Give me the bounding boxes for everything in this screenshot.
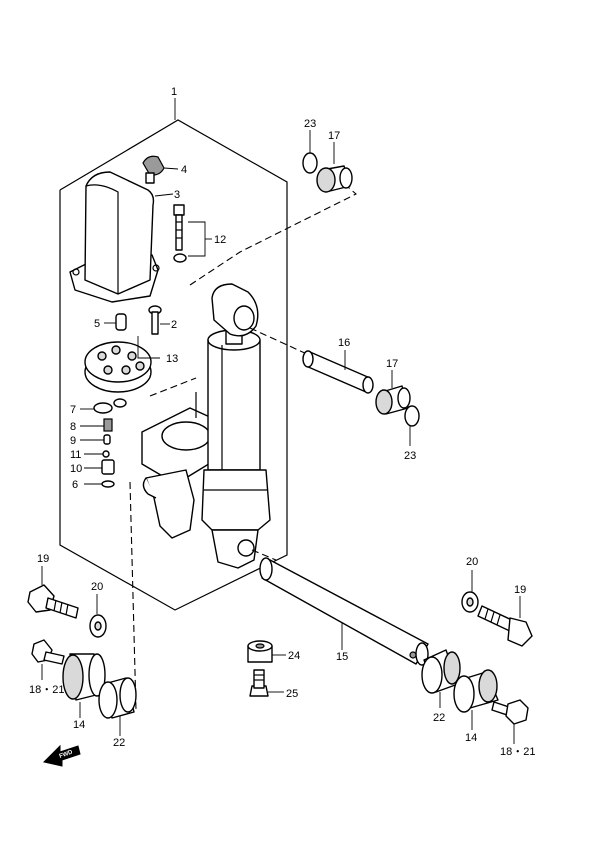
callout-labels: 1 4 3 12 5 2 13 7 8 9 11 10 6 23 17 16 1… bbox=[29, 86, 535, 758]
callout-13: 13 bbox=[166, 353, 178, 365]
cylinder-base-housing bbox=[141, 392, 213, 539]
part-16-pin bbox=[302, 350, 374, 394]
callout-9: 9 bbox=[70, 435, 76, 447]
part-22-collar-left bbox=[98, 677, 137, 736]
callout-22b: 22 bbox=[433, 712, 445, 724]
part-18-bolt-left bbox=[31, 639, 65, 680]
part-8-spring bbox=[80, 418, 113, 432]
part-23-circlip-right bbox=[404, 405, 420, 446]
callout-24: 24 bbox=[288, 650, 300, 662]
callout-11: 11 bbox=[70, 449, 81, 461]
callout-23b: 23 bbox=[404, 450, 416, 462]
callout-18-21a: 18・21 bbox=[29, 684, 64, 696]
callout-17a: 17 bbox=[328, 130, 340, 142]
callout-12: 12 bbox=[214, 234, 226, 246]
callout-22a: 22 bbox=[113, 737, 125, 749]
callout-15: 15 bbox=[336, 651, 348, 663]
part-18-bolt-right bbox=[491, 699, 529, 744]
part-2-screw bbox=[148, 305, 170, 335]
callout-23a: 23 bbox=[304, 118, 316, 130]
callout-20a: 20 bbox=[91, 581, 103, 593]
part-9-pin bbox=[80, 434, 111, 445]
part-4-fitting bbox=[142, 155, 179, 184]
part-19-bolt-right bbox=[477, 596, 533, 647]
part-25-bolt bbox=[249, 669, 284, 697]
callout-8: 8 bbox=[70, 421, 76, 433]
callout-16: 16 bbox=[338, 337, 350, 349]
callout-4: 4 bbox=[181, 164, 187, 176]
piston-rod-eye bbox=[211, 283, 259, 345]
callout-1: 1 bbox=[171, 86, 177, 98]
forward-arrow-icon: FWD bbox=[43, 744, 81, 767]
cylinder-body bbox=[201, 329, 271, 569]
callout-19a: 19 bbox=[37, 553, 49, 565]
part-13-valve-body bbox=[84, 336, 160, 393]
callout-6: 6 bbox=[72, 479, 78, 491]
callout-3: 3 bbox=[174, 189, 180, 201]
callout-14a: 14 bbox=[73, 719, 85, 731]
part-20-washer-left bbox=[89, 594, 107, 638]
callout-25: 25 bbox=[286, 688, 298, 700]
callout-5: 5 bbox=[94, 318, 100, 330]
part-5-valve bbox=[104, 313, 127, 331]
callout-2: 2 bbox=[171, 319, 177, 331]
part-20-washer-right bbox=[461, 570, 479, 613]
part-14-bushing-left bbox=[62, 653, 106, 718]
part-24-nut bbox=[247, 640, 286, 663]
part-12-bolt bbox=[173, 204, 212, 263]
fwd-label: FWD bbox=[59, 749, 75, 760]
callout-14b: 14 bbox=[465, 732, 477, 744]
part-14-bushing-right bbox=[453, 669, 499, 730]
callout-7: 7 bbox=[70, 404, 76, 416]
callout-20b: 20 bbox=[466, 556, 478, 568]
callout-17b: 17 bbox=[386, 358, 398, 370]
part-15-shaft bbox=[259, 557, 429, 666]
part-23-circlip-upper bbox=[302, 130, 318, 174]
part-7-o-ring bbox=[80, 398, 127, 414]
part-11-ball bbox=[84, 450, 110, 458]
assembly-box-outline bbox=[59, 98, 288, 611]
part-22-collar-right bbox=[421, 649, 461, 708]
part-17-bushing-right bbox=[375, 370, 411, 415]
part-3-cover bbox=[69, 171, 174, 303]
part-6-o-ring bbox=[84, 480, 115, 488]
callout-19b: 19 bbox=[514, 584, 526, 596]
callout-10: 10 bbox=[70, 463, 82, 475]
callout-18-21b: 18・21 bbox=[500, 746, 535, 758]
part-19-bolt-left bbox=[27, 566, 79, 619]
part-17-bushing-upper bbox=[316, 142, 353, 193]
part-10-plug bbox=[84, 459, 115, 475]
